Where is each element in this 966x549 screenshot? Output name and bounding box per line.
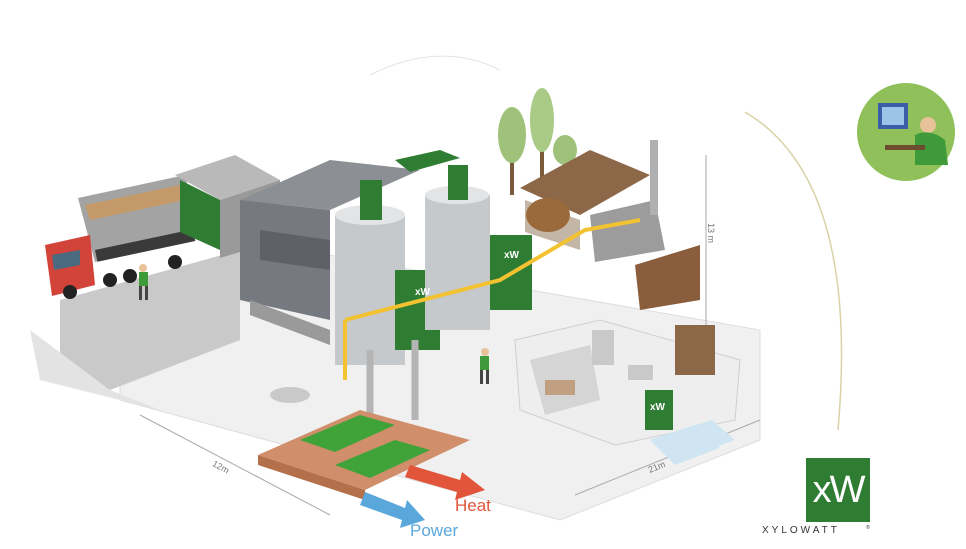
reactor-panel-mark-left: xW xyxy=(415,287,430,298)
dimension-height-label: 13 m xyxy=(706,223,716,243)
wall-panel-mark: xW xyxy=(650,402,665,413)
control-room-inset xyxy=(857,83,955,181)
xylowatt-logo: xW xyxy=(806,458,870,522)
logo-registered: ® xyxy=(866,525,870,531)
gasifier-reactor-left xyxy=(335,180,440,365)
callout-arc-left xyxy=(370,56,500,75)
logo-wordmark: XYLOWATT xyxy=(762,525,840,536)
gasifier-reactor-right xyxy=(425,165,532,330)
reactor-panel-mark-right: xW xyxy=(504,250,519,261)
logo-mark: xW xyxy=(813,469,864,512)
power-label: Power xyxy=(410,521,458,541)
heat-label: Heat xyxy=(455,496,491,516)
wood-chip-pile xyxy=(635,245,700,310)
